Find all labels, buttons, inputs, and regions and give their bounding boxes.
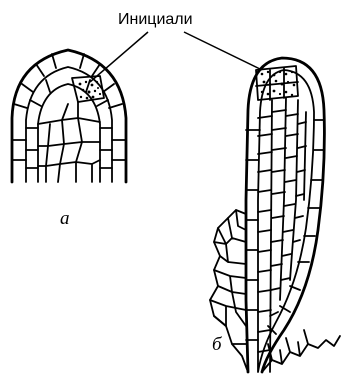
label-a: а [60, 208, 70, 229]
pointer-line-b [184, 32, 262, 70]
label-b: б [212, 334, 223, 355]
figure-a [12, 50, 126, 182]
pointer-line-a [90, 32, 148, 82]
figure-b [210, 58, 340, 372]
initials-label: Инициали [118, 11, 193, 28]
